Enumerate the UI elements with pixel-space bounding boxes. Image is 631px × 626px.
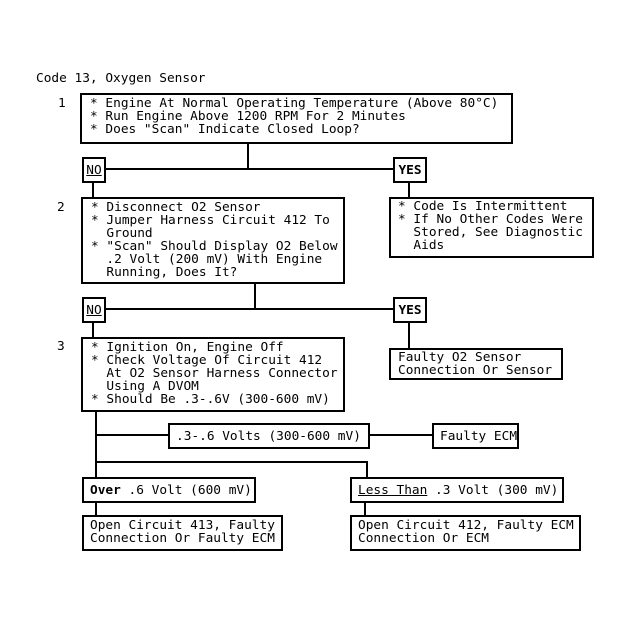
branch-yes-2: YES bbox=[393, 297, 427, 323]
connector-under-voltage-down bbox=[366, 461, 368, 477]
connector-row1-horizontal bbox=[105, 168, 393, 170]
connector-less-down bbox=[364, 503, 366, 515]
branch-no-1-label: NO bbox=[86, 162, 102, 178]
connector-step3-down bbox=[95, 412, 97, 477]
branch-yes-1: YES bbox=[393, 157, 427, 183]
step-3-number: 3 bbox=[57, 339, 65, 354]
connector-voltage-ok-branch bbox=[97, 434, 168, 436]
step-1-number: 1 bbox=[58, 96, 66, 111]
branch-yes-2-label: YES bbox=[398, 302, 422, 318]
over-voltage-rest: .6 Volt (600 mV) bbox=[120, 482, 252, 498]
step-3-box: * Ignition On, Engine Off * Check Voltag… bbox=[81, 337, 345, 412]
connector-yes1-down bbox=[408, 183, 410, 197]
connector-under-voltage-branch bbox=[97, 461, 368, 463]
under-voltage-rest: .3 Volt (300 mV) bbox=[427, 482, 559, 498]
voltage-ok-label: .3-.6 Volts (300-600 mV) bbox=[176, 428, 361, 444]
connector-no2-down bbox=[92, 323, 94, 337]
over-voltage-emphasis: Over bbox=[90, 482, 121, 498]
faulty-o2-result-box: Faulty O2 Sensor Connection Or Sensor bbox=[389, 348, 563, 380]
faulty-ecm-result-box: Faulty ECM bbox=[432, 423, 519, 449]
page-title: Code 13, Oxygen Sensor bbox=[36, 71, 206, 86]
connector-voltage-ok-to-ecm bbox=[370, 434, 432, 436]
step-2-box: * Disconnect O2 Sensor * Jumper Harness … bbox=[81, 197, 345, 284]
over-voltage-box: Over .6 Volt (600 mV) bbox=[82, 477, 256, 503]
connector-yes2-down bbox=[408, 323, 410, 348]
connector-no1-down bbox=[92, 183, 94, 197]
open-circuit-413-result-box: Open Circuit 413, Faulty Connection Or F… bbox=[82, 515, 283, 551]
branch-no-2: NO bbox=[82, 297, 106, 323]
open-circuit-412-result-box: Open Circuit 412, Faulty ECM Connection … bbox=[350, 515, 581, 551]
step-1-box: * Engine At Normal Operating Temperature… bbox=[80, 93, 513, 144]
faulty-ecm-label: Faulty ECM bbox=[440, 428, 518, 444]
intermittent-result-box: * Code Is Intermittent * If No Other Cod… bbox=[389, 197, 594, 258]
voltage-ok-box: .3-.6 Volts (300-600 mV) bbox=[168, 423, 370, 449]
under-voltage-box: Less Than .3 Volt (300 mV) bbox=[350, 477, 564, 503]
connector-over-down bbox=[95, 503, 97, 515]
branch-yes-1-label: YES bbox=[398, 162, 422, 178]
step-2-number: 2 bbox=[57, 200, 65, 215]
branch-no-2-label: NO bbox=[86, 302, 102, 318]
connector-row2-horizontal bbox=[105, 308, 393, 310]
branch-no-1: NO bbox=[82, 157, 106, 183]
connector-step2-down bbox=[254, 284, 256, 310]
connector-step1-down bbox=[247, 144, 249, 170]
under-voltage-emphasis: Less Than bbox=[358, 482, 428, 498]
